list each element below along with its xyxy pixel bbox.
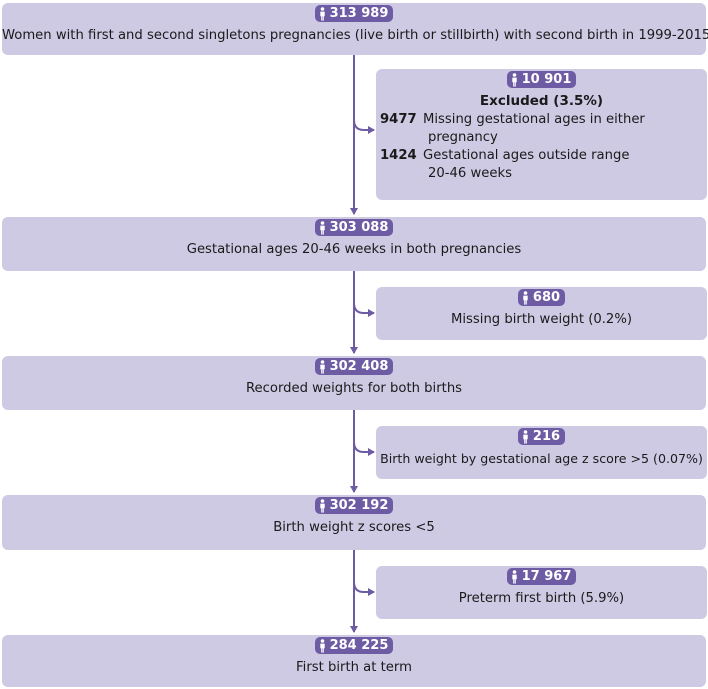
- exclusion-text: Preterm first birth (5.9%): [458, 590, 625, 606]
- exclusion-title: Excluded (3.5%): [479, 92, 604, 109]
- person-icon: [319, 6, 325, 21]
- person-icon: [319, 359, 325, 374]
- stage-text: Recorded weights for both births: [245, 380, 463, 396]
- exclusion-box-1: 10 901 Excluded (3.5%) 9477 Missing gest…: [376, 69, 707, 200]
- count-badge: 302 408: [314, 358, 394, 375]
- person-icon: [319, 220, 325, 235]
- stage-box-1: 313 989 Women with first and second sing…: [2, 3, 708, 55]
- stage-box-2: 303 088 Gestational ages 20-46 weeks in …: [2, 217, 706, 271]
- exclusion-count: 17 967: [521, 569, 572, 584]
- stage-text: First birth at term: [296, 659, 412, 675]
- exclusion-count: 216: [532, 429, 561, 444]
- person-icon: [319, 638, 325, 653]
- exclusion-box-4: 17 967 Preterm first birth (5.9%): [376, 566, 707, 619]
- branch-exclusion-4: [353, 581, 375, 596]
- stage-count: 302 192: [329, 498, 389, 513]
- reason-count: 9477: [380, 111, 417, 127]
- person-icon: [511, 569, 517, 584]
- exclusion-box-2: 680 Missing birth weight (0.2%): [376, 287, 707, 340]
- branch-exclusion-3: [353, 441, 375, 456]
- person-icon: [523, 290, 528, 305]
- exclusion-box-3: 216 Birth weight by gestational age z sc…: [376, 426, 707, 479]
- reason-text: Missing gestational ages in either: [423, 111, 645, 127]
- count-badge: 17 967: [506, 568, 577, 585]
- exclusion-count: 10 901: [521, 72, 572, 87]
- count-badge: 216: [517, 428, 566, 445]
- stage-box-5: 284 225 First birth at term: [2, 635, 706, 687]
- stage-box-3: 302 408 Recorded weights for both births: [2, 356, 706, 410]
- reason-row-continued: pregnancy: [380, 129, 707, 147]
- count-badge: 313 989: [314, 5, 394, 22]
- count-badge: 10 901: [506, 71, 577, 88]
- reason-row: 9477 Missing gestational ages in either: [380, 111, 707, 129]
- branch-exclusion-1: [353, 119, 375, 134]
- stage-text: Women with first and second singletons p…: [2, 27, 708, 43]
- reason-count: 1424: [380, 147, 417, 163]
- exclusion-text: Birth weight by gestational age z score …: [380, 450, 703, 466]
- reason-text: Gestational ages outside range: [423, 147, 630, 163]
- person-icon: [511, 72, 517, 87]
- reason-row: 1424 Gestational ages outside range: [380, 147, 707, 165]
- count-badge: 303 088: [314, 219, 394, 236]
- reason-text: 20-46 weeks: [428, 165, 513, 181]
- exclusion-count: 680: [532, 290, 561, 305]
- branch-exclusion-2: [353, 302, 375, 317]
- person-icon: [523, 429, 528, 444]
- count-badge: 680: [517, 289, 566, 306]
- stage-box-4: 302 192 Birth weight z scores <5: [2, 495, 706, 550]
- count-badge: 284 225: [314, 637, 394, 654]
- person-icon: [319, 498, 325, 513]
- stage-count: 303 088: [329, 220, 389, 235]
- reason-text: pregnancy: [428, 129, 498, 145]
- stage-text: Birth weight z scores <5: [273, 519, 435, 535]
- reason-row-continued: 20-46 weeks: [380, 165, 707, 183]
- stage-text: Gestational ages 20-46 weeks in both pre…: [186, 241, 522, 257]
- exclusion-reasons: 9477 Missing gestational ages in either …: [380, 111, 707, 183]
- stage-count: 313 989: [329, 6, 389, 21]
- stage-count: 302 408: [329, 359, 389, 374]
- count-badge: 302 192: [314, 497, 394, 514]
- stage-count: 284 225: [329, 638, 389, 653]
- exclusion-text: Missing birth weight (0.2%): [451, 311, 632, 327]
